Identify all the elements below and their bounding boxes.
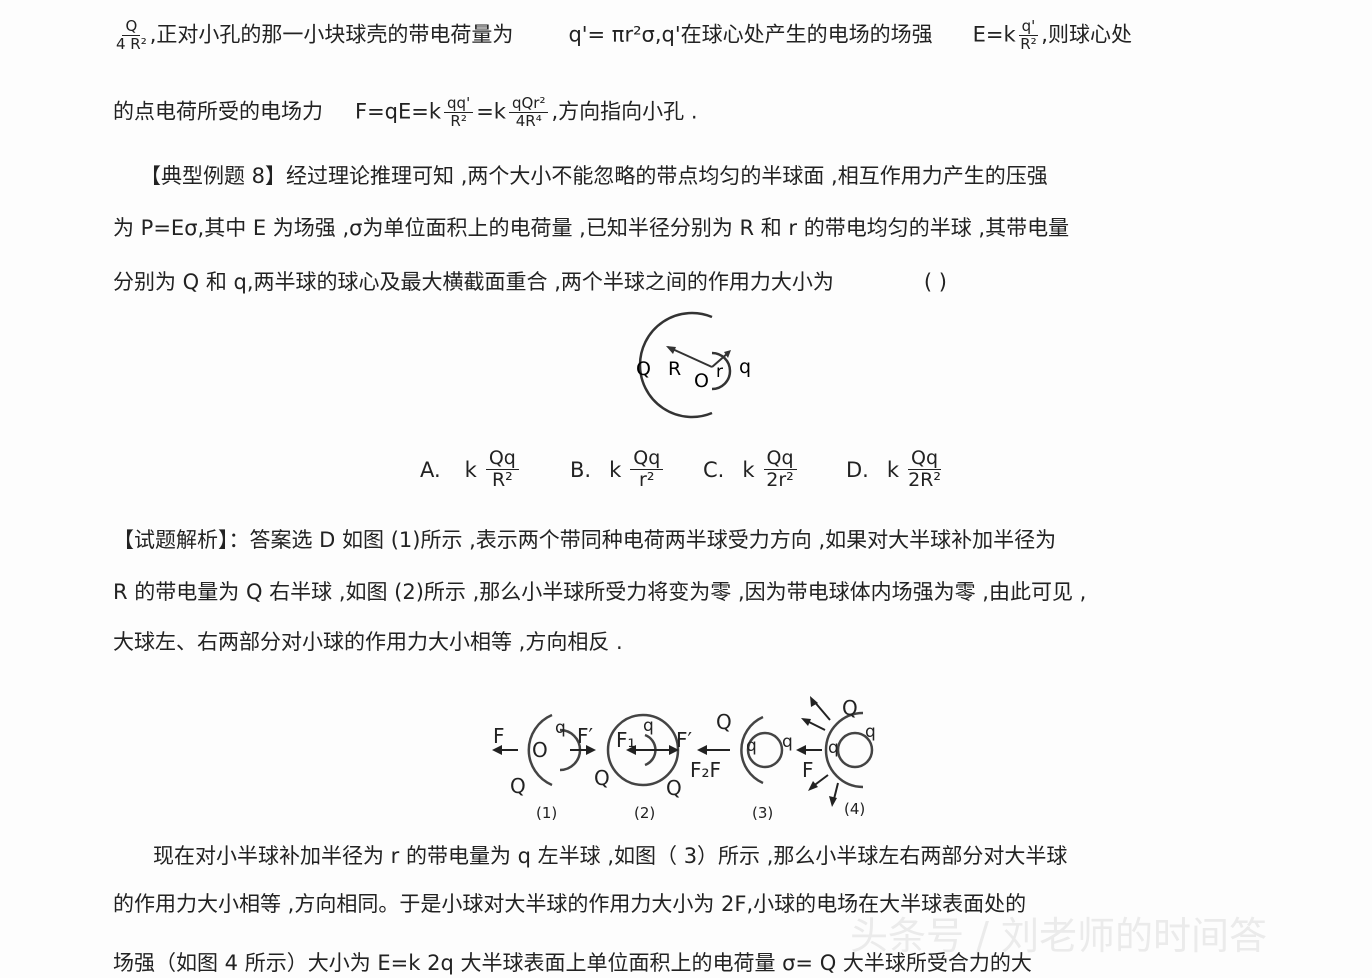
caption-3: (3) bbox=[752, 804, 773, 822]
label-q: q bbox=[739, 356, 751, 378]
force-diagrams: F O q F′ Q F₁ q F′ Q Q F₂F Q q q Q q q F… bbox=[492, 696, 876, 822]
fraction: qq'R² bbox=[444, 95, 474, 130]
label-F: F bbox=[802, 758, 814, 782]
caption-2: (2) bbox=[634, 804, 655, 822]
label-F-prime: F′ bbox=[676, 728, 693, 752]
label-O: O bbox=[694, 370, 709, 392]
label-q: q bbox=[555, 718, 566, 738]
text-line-7: R 的带电量为 Q 右半球 ,如图 (2)所示 ,那么小半球所受力将变为零 ,因… bbox=[113, 580, 1087, 604]
text-line-9: 现在对小半球补加半径为 r 的带电量为 q 左半球 ,如图（ 3）所示 ,那么小… bbox=[153, 844, 1068, 868]
label-q: q bbox=[828, 738, 839, 758]
caption-4: (4) bbox=[844, 800, 865, 818]
text-line-4: 为 P=Eσ,其中 E 为场强 ,σ为单位面积上的电荷量 ,已知半径分别为 R … bbox=[113, 216, 1070, 240]
label-q: q bbox=[746, 736, 757, 756]
watermark: 头条号 / 刘老师的时间答 bbox=[850, 914, 1267, 958]
label-Q: Q bbox=[666, 776, 682, 800]
text-line-10: 的作用力大小相等 ,方向相同。于是小球对大半球的作用力大小为 2F,小球的电场在… bbox=[113, 892, 1027, 916]
label-Q: Q bbox=[510, 774, 526, 798]
label-F2F: F₂F bbox=[690, 758, 721, 782]
fraction: q'R² bbox=[1018, 17, 1039, 53]
label-F1: F₁ bbox=[616, 728, 636, 752]
label-q: q bbox=[865, 722, 876, 742]
label-F-prime: F′ bbox=[577, 724, 594, 748]
label-R: R bbox=[668, 358, 681, 380]
label-q: q bbox=[782, 732, 793, 752]
label-F: F bbox=[493, 724, 505, 748]
hemisphere-figure: Q R O r q bbox=[636, 311, 751, 419]
label-O: O bbox=[532, 738, 548, 762]
caption-1: (1) bbox=[536, 804, 557, 822]
analysis-heading: 【试题解析】：答案选 D 如图 (1)所示 ,表示两个带同种电荷两半球受力方向 … bbox=[113, 528, 1057, 552]
label-q: q bbox=[643, 716, 654, 736]
text-line-5: 分别为 Q 和 q,两半球的球心及最大横截面重合 ,两个半球之间的作用力大小为(… bbox=[113, 270, 947, 294]
label-Q: Q bbox=[716, 710, 732, 734]
label-Q: Q bbox=[842, 696, 858, 720]
label-Q: Q bbox=[594, 766, 610, 790]
text-line-8: 大球左、右两部分对小球的作用力大小相等 ,方向相反 . bbox=[113, 630, 623, 654]
example-heading: 【典型例题 8】经过理论推理可知 ,两个大小不能忽略的带点均匀的半球面 ,相互作… bbox=[140, 164, 1048, 188]
label-Q: Q bbox=[636, 358, 651, 380]
label-r: r bbox=[716, 362, 723, 382]
